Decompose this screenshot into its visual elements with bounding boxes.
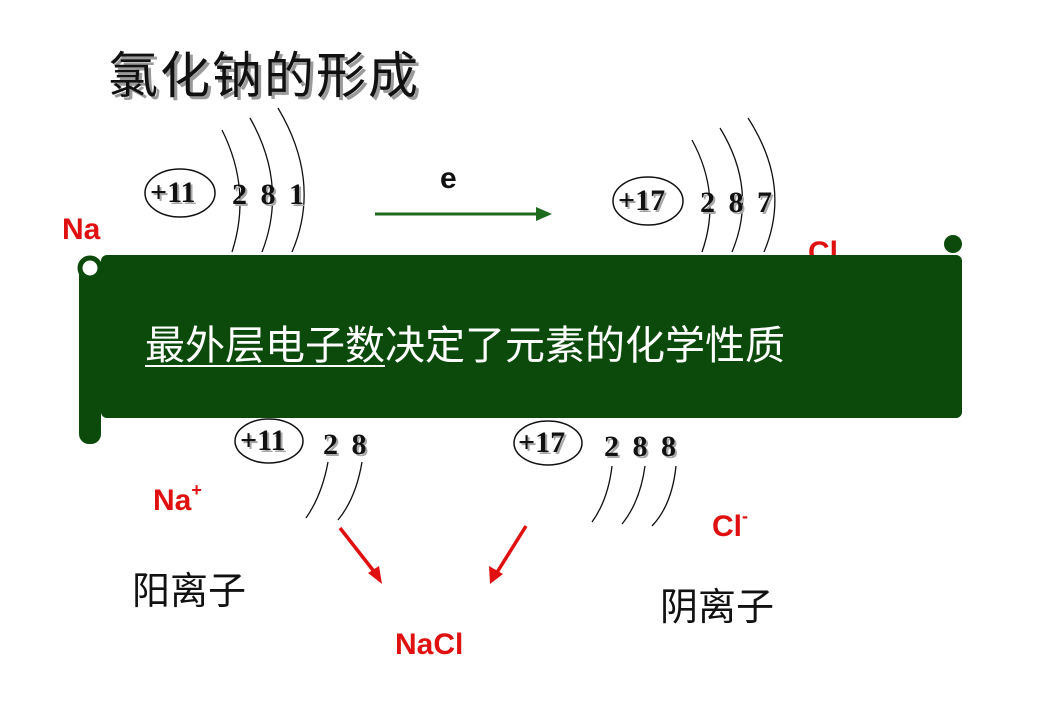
banner-underlined-text: 最外层电子数 [145,323,385,369]
banner-remaining-text: 决定了元素的化学性质 [385,323,785,369]
cl-ion-shell-arc-1 [591,465,613,523]
cl-ion-label: Cl- [712,506,748,544]
na-atom-shell-arc-3 [277,107,305,253]
na-ion-shell-arc-1 [305,461,329,519]
cl-ion-symbol: Cl [712,510,742,543]
na-atom-shell-arc-2 [249,117,274,253]
cl-atom-shell-arc-3 [747,117,776,253]
cl-atom-shell-arc-1 [691,139,711,253]
na-atom-nucleus-charge: +11 [150,176,196,209]
cl-atom-nucleus-charge: +17 [618,184,666,217]
na-ion-nucleus-circle [234,418,304,464]
slide-title: 氯化钠的形成 [108,47,420,105]
na-ion-nucleus-charge: +11 [240,424,286,457]
cation-name: 阳离子 [132,569,247,613]
cl-atom-nucleus-circle [612,176,684,226]
cl-to-nacl-arrow-line [494,525,528,575]
cl-ion-charge: - [742,506,748,526]
nacl-product-label: NaCl [395,628,464,661]
cl-ion-shell-arc-3 [651,465,677,527]
na-atom-shell-electrons: 2 8 1 [232,178,304,211]
banner-right-roll-curl [944,235,962,253]
cl-to-nacl-arrow-head [489,566,503,584]
banner-body [101,255,962,418]
na-ion-label: Na+ [153,480,202,518]
electron-transfer-arrow-head [536,207,552,221]
na-to-nacl-arrow-line [338,526,378,576]
na-atom-shell-arc-1 [221,129,241,253]
banner-left-roll-curl [77,255,103,281]
na-ion-symbol: Na [153,484,192,517]
cl-atom-shell-arc-2 [719,127,744,253]
cl-ion-shell-arc-2 [621,465,646,525]
na-atom-nucleus-circle [144,168,216,218]
na-ion-shell-electrons: 2 8 [323,428,367,461]
na-ion-shell-arc-2 [337,461,363,521]
banner-left-roll-bar [79,262,101,444]
na-to-nacl-arrow-head [368,566,382,584]
cl-ion-nucleus-circle [513,420,583,466]
na-ion-charge: + [191,480,202,500]
cl-atom-shell-electrons: 2 8 7 [700,186,772,219]
banner-text: 最外层电子数决定了元素的化学性质 [145,313,785,371]
electron-label: e [440,162,457,195]
anion-name: 阴离子 [660,585,775,629]
cl-ion-shell-electrons: 2 8 8 [604,430,676,463]
na-atom-label: Na [62,213,101,246]
cl-ion-nucleus-charge: +17 [518,426,566,459]
